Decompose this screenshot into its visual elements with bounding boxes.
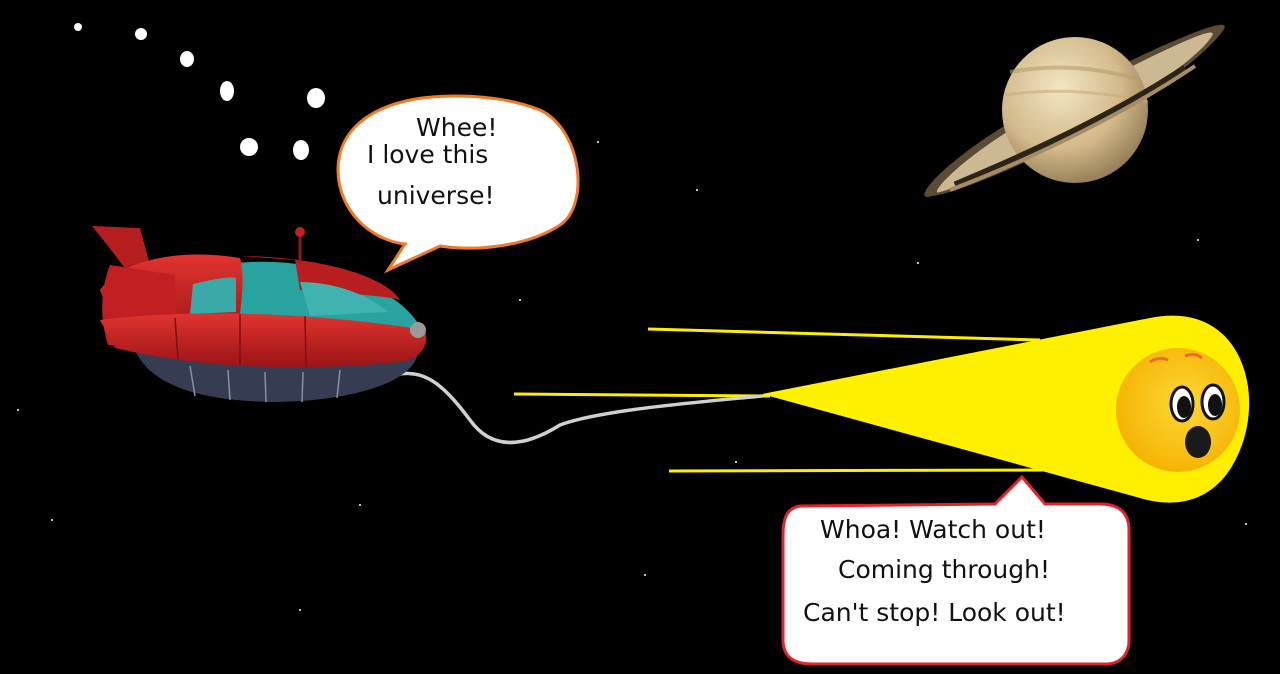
comet-bubble-line-2: Coming through! [838,555,1050,584]
rocket-speech-bubble [336,94,580,274]
rocket-bubble-line-1: Whee! [416,113,498,142]
comet-speech-bubble [781,474,1131,666]
rocket-bubble-line-2: I love this [367,140,489,169]
comet-icon [762,315,1250,503]
comet-bubble-line-1: Whoa! Watch out! [820,515,1046,544]
tow-cable [384,371,763,445]
rocket-bubble-line-3: universe! [377,181,495,210]
exhaust-bubbles [74,23,325,160]
rocket-icon [92,226,427,403]
comet-speed-lines [513,327,1046,473]
comet-bubble-line-3: Can't stop! Look out! [803,598,1066,627]
saturn-icon [924,24,1225,197]
